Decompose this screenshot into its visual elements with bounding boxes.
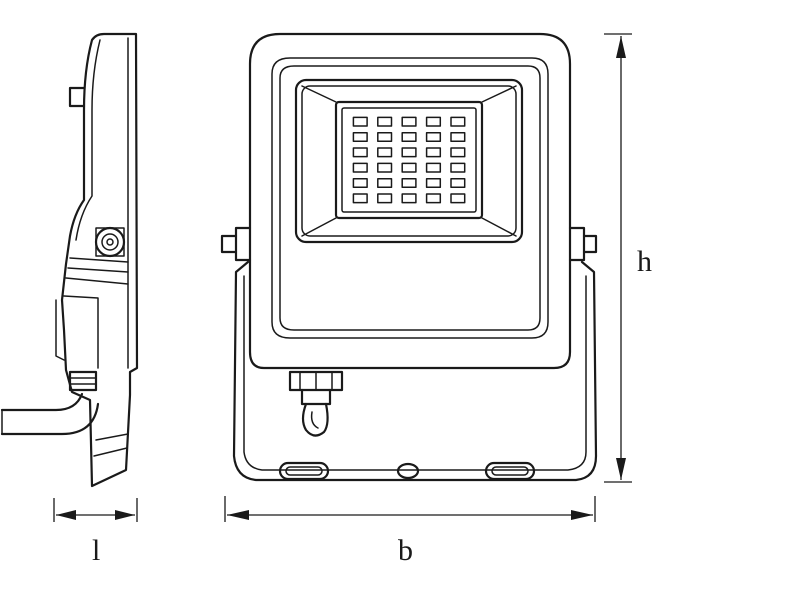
led-chip	[352, 177, 368, 189]
led-chip	[425, 193, 442, 204]
led-chip	[450, 193, 466, 204]
front-view-cable-gland	[288, 370, 344, 406]
side-view	[0, 32, 139, 488]
side-view-bracket-bolt	[94, 226, 126, 258]
front-view-right-knob	[568, 226, 598, 262]
front-view-bracket	[232, 260, 598, 482]
front-view-left-knob	[220, 226, 252, 262]
dimension-l	[53, 498, 138, 522]
led-chip	[377, 193, 393, 204]
front-view-led-board	[334, 100, 484, 220]
led-chip	[450, 116, 466, 127]
led-chip	[401, 116, 417, 127]
front-view-left-slot	[278, 461, 330, 481]
side-view-bracket-arm	[65, 257, 129, 285]
led-chip	[425, 177, 442, 189]
front-view-cable	[301, 402, 329, 437]
height-label: h	[637, 245, 652, 278]
dimension-b	[224, 496, 596, 522]
led-chip	[401, 193, 417, 204]
led-chip	[352, 131, 368, 143]
led-chip	[377, 177, 393, 189]
side-view-lower-housing	[55, 295, 99, 369]
led-chip	[425, 147, 442, 158]
front-view-center-hole	[396, 462, 420, 480]
front-view-housing-inner	[271, 57, 549, 339]
led-chip	[377, 116, 393, 127]
led-chip	[425, 116, 442, 127]
side-view-top-tab	[68, 86, 86, 108]
led-chip	[401, 177, 417, 189]
led-chip	[377, 131, 393, 143]
width-label: b	[398, 534, 413, 567]
side-view-cable-gland	[68, 370, 98, 392]
side-view-inner-contour	[75, 39, 101, 241]
dimension-h	[604, 33, 632, 483]
led-chip	[450, 147, 466, 158]
led-chip	[425, 162, 442, 173]
led-chip	[352, 193, 368, 204]
side-view-foot	[93, 433, 129, 457]
side-view-cable	[0, 392, 100, 436]
led-chip	[401, 162, 417, 173]
led-chip	[401, 147, 417, 158]
led-chip	[352, 162, 368, 173]
front-view-housing-outer	[248, 32, 572, 370]
front-view-housing-rim	[279, 65, 541, 331]
length-label: l	[92, 534, 101, 567]
front-view	[220, 32, 598, 482]
led-chip	[450, 162, 466, 173]
led-chip	[450, 177, 466, 189]
front-view-led-grid	[352, 116, 466, 204]
led-chip	[450, 131, 466, 143]
led-chip	[352, 147, 368, 158]
front-view-right-slot	[484, 461, 536, 481]
front-view-lens-frame	[294, 78, 524, 244]
front-view-bracket-inner	[243, 275, 587, 471]
led-chip	[401, 131, 417, 143]
front-view-reflector-edges	[301, 85, 517, 237]
led-chip	[352, 116, 368, 127]
led-chip	[377, 147, 393, 158]
led-chip	[377, 162, 393, 173]
led-chip	[425, 131, 442, 143]
